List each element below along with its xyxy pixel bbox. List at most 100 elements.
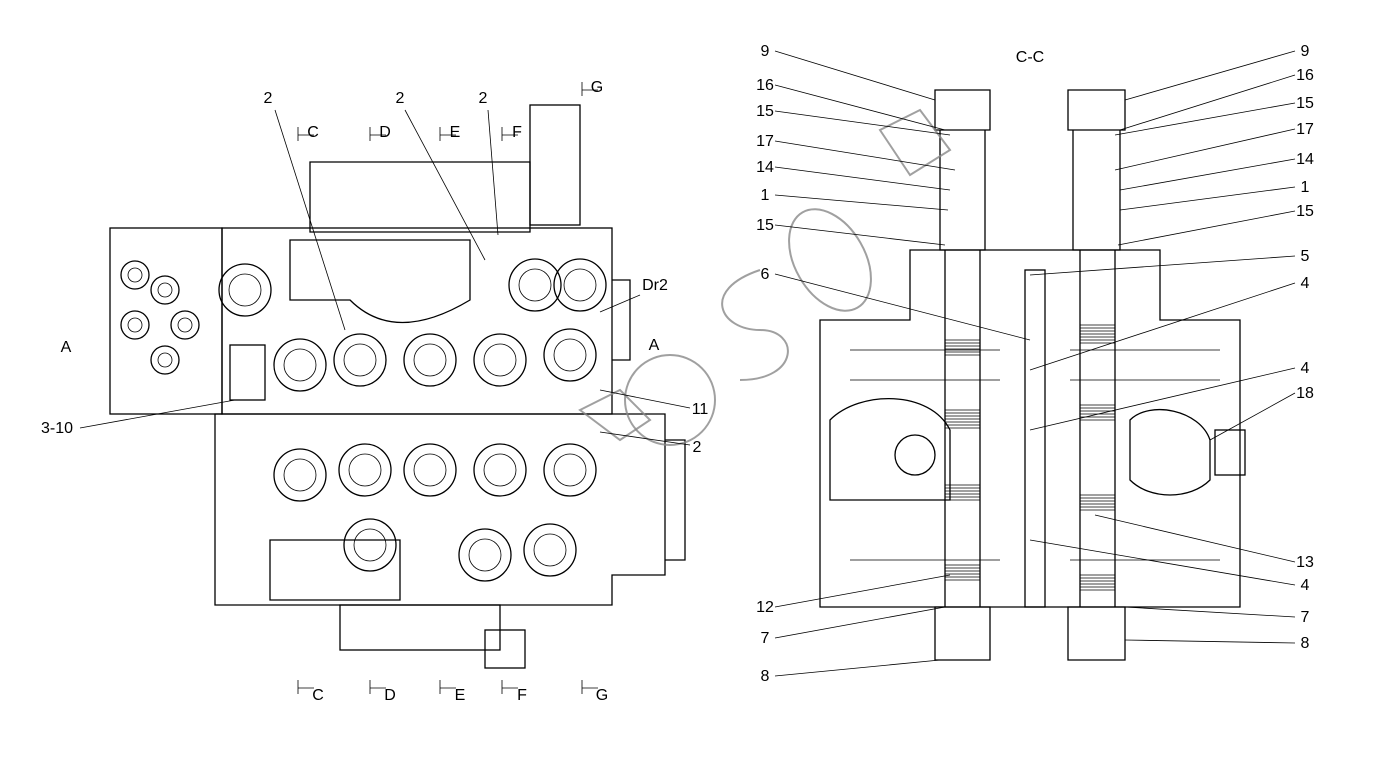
callout-label: 2 <box>396 90 405 107</box>
port-circle <box>553 258 607 312</box>
section-title: C-C <box>1016 49 1044 66</box>
port-inner-circle <box>553 338 587 372</box>
port-inner-circle <box>283 458 317 492</box>
leader-line <box>1117 210 1296 246</box>
callout-label: 2 <box>693 439 702 456</box>
callout-label: 4 <box>1301 577 1310 594</box>
section-arrow <box>439 127 456 141</box>
leader-line <box>1029 367 1296 431</box>
callout-label: 4 <box>1301 360 1310 377</box>
port-inner-circle <box>413 343 447 377</box>
port-circle <box>170 310 200 340</box>
leader-line <box>1119 158 1296 191</box>
section-marker-bottom: F <box>517 687 527 704</box>
leader-line <box>1124 639 1296 644</box>
port-circle <box>150 275 180 305</box>
port-inner-circle <box>483 343 517 377</box>
callout-label: 16 <box>756 77 774 94</box>
leader-line <box>774 224 946 246</box>
section-arrow <box>297 127 314 141</box>
section-arrow <box>581 680 598 694</box>
leader-line <box>774 659 941 677</box>
port-circle <box>343 518 397 572</box>
leader-line <box>1029 255 1296 276</box>
port-inner-circle <box>483 453 517 487</box>
callout-label: 13 <box>1296 554 1314 571</box>
callout-label: 8 <box>1301 635 1310 652</box>
port-circle <box>458 528 512 582</box>
section-arrow <box>581 82 598 96</box>
port-circle <box>508 258 562 312</box>
watermark-logo <box>578 108 952 446</box>
section-marker-top: G <box>591 79 603 96</box>
section-view-c-c <box>819 89 1246 661</box>
callout-label: 15 <box>1296 203 1314 220</box>
leader-line <box>599 389 691 409</box>
port-inner-circle <box>553 453 587 487</box>
section-marker-top: E <box>450 124 461 141</box>
section-marker-bottom: G <box>596 687 608 704</box>
leader-line <box>1029 539 1296 586</box>
port-circle <box>150 345 180 375</box>
callout-label: 2 <box>264 90 273 107</box>
port-inner-circle <box>343 343 377 377</box>
port-inner-circle <box>353 528 387 562</box>
callout-label: 4 <box>1301 275 1310 292</box>
leader-line <box>1119 186 1296 211</box>
port-inner-circle <box>533 533 567 567</box>
section-marker-bottom: D <box>384 687 396 704</box>
leader-line <box>1029 282 1296 371</box>
callout-label: 15 <box>756 103 774 120</box>
leader-line <box>1119 74 1296 131</box>
leader-line <box>274 109 346 331</box>
port-inner-circle <box>348 453 382 487</box>
port-circle <box>523 523 577 577</box>
section-marker-top: F <box>512 124 522 141</box>
port-circle <box>273 338 327 392</box>
section-marker-bottom: C <box>312 687 324 704</box>
port-circle <box>473 443 527 497</box>
section-arrow <box>369 680 386 694</box>
leader-line <box>599 294 641 313</box>
leader-line <box>774 110 951 136</box>
leader-line <box>599 431 691 446</box>
port-inner-circle <box>177 317 193 333</box>
port-inner-circle <box>228 273 262 307</box>
section-arrow <box>297 680 314 694</box>
leader-line <box>487 109 499 236</box>
port-circle <box>403 333 457 387</box>
port-inner-circle <box>283 348 317 382</box>
leader-line <box>774 606 946 639</box>
port-inner-circle <box>157 352 173 368</box>
port-circle <box>120 260 150 290</box>
callout-label: 18 <box>1296 385 1314 402</box>
leader-line <box>1124 50 1296 101</box>
callout-label: 9 <box>1301 43 1310 60</box>
port-inner-circle <box>127 267 143 283</box>
section-marker-bottom: E <box>455 687 466 704</box>
leader-line <box>774 140 956 171</box>
section-arrow <box>439 680 456 694</box>
callout-label: 11 <box>692 401 709 418</box>
section-marker-top: C <box>307 124 319 141</box>
section-arrow <box>369 127 386 141</box>
callout-label: 8 <box>761 668 770 685</box>
port-inner-circle <box>468 538 502 572</box>
callout-label: 2 <box>479 90 488 107</box>
port-inner-circle <box>563 268 597 302</box>
leader-line <box>774 50 936 101</box>
callout-label: 6 <box>761 266 770 283</box>
leader-line <box>1124 606 1296 618</box>
callout-label: 17 <box>1296 121 1314 138</box>
callout-label: Dr2 <box>642 277 668 294</box>
leader-line <box>1114 128 1296 171</box>
leader-line <box>774 574 951 608</box>
callout-label: 1 <box>1301 179 1310 196</box>
leader-line <box>774 194 949 211</box>
leader-line <box>1209 392 1296 441</box>
callout-label: 1 <box>761 187 770 204</box>
port-circle <box>403 443 457 497</box>
callout-label: 5 <box>1301 248 1310 265</box>
section-marker-top: D <box>379 124 391 141</box>
